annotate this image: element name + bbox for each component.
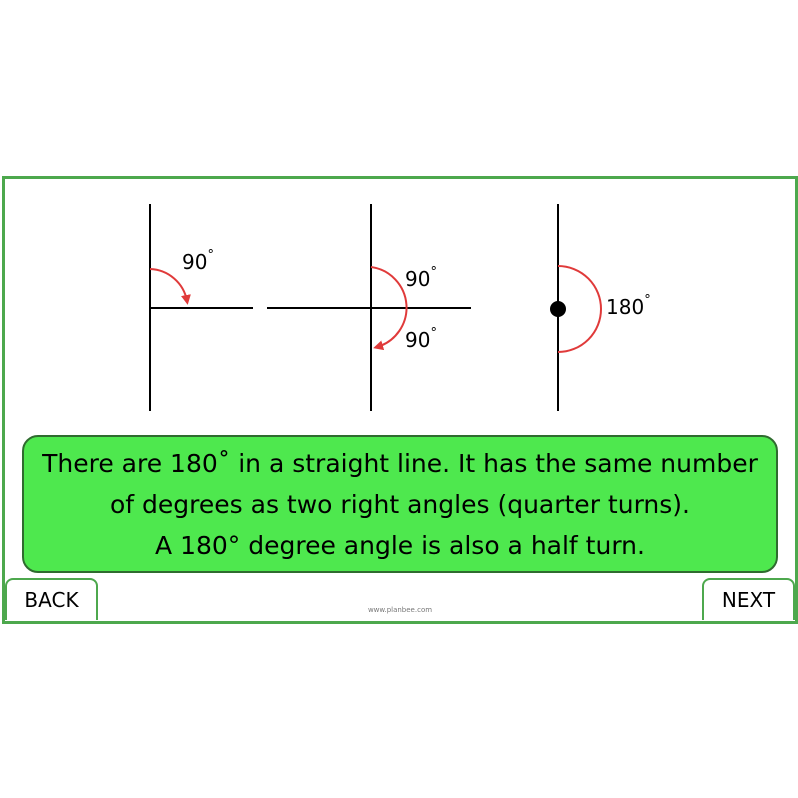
slide-frame: 90° 90° 90° 180° There are 180˚ in a str…	[2, 176, 798, 624]
middle-top-angle-label: 90°	[405, 265, 437, 291]
explanation-box: There are 180˚ in a straight line. It ha…	[22, 435, 778, 573]
two-right-angles-figure: 90° 90°	[267, 204, 471, 411]
middle-angle-arc	[370, 266, 408, 351]
right-angle-label: 180°	[606, 293, 651, 319]
straight-angle-figure: 180°	[550, 204, 651, 411]
next-button[interactable]: NEXT	[702, 578, 795, 620]
angles-diagram: 90° 90° 90° 180°	[149, 204, 651, 411]
back-button[interactable]: BACK	[5, 578, 98, 620]
vertex-dot	[550, 301, 566, 317]
right-angle-figure: 90°	[149, 204, 253, 411]
explanation-line-2: of degrees as two right angles (quarter …	[110, 489, 690, 519]
left-angle-label: 90°	[182, 248, 214, 274]
explanation-line-3: A 180° degree angle is also a half turn.	[155, 530, 645, 560]
middle-bottom-angle-label: 90°	[405, 326, 437, 352]
left-angle-arc	[149, 268, 191, 305]
explanation-line-1: There are 180˚ in a straight line. It ha…	[42, 448, 758, 478]
site-credit: www.planbee.com	[367, 606, 433, 614]
right-semicircle-arc	[557, 265, 602, 353]
